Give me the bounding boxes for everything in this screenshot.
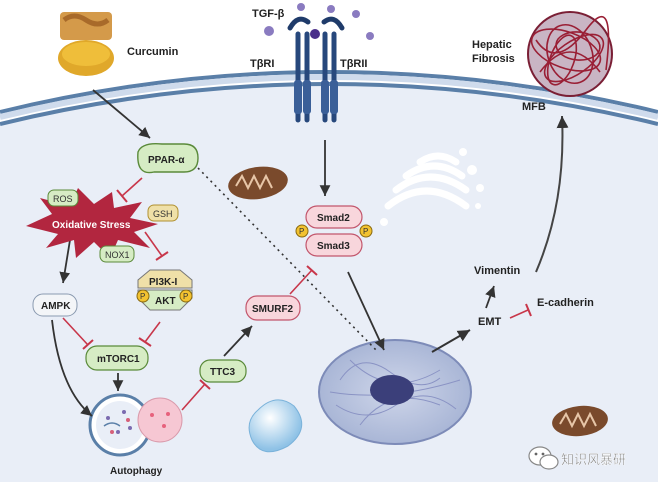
akt-phospho-left-label: P [140,292,145,301]
curcumin-image [58,12,114,76]
mitochondrion-icon-2 [552,405,608,437]
arrow-ampk-autophagy [51,319,93,417]
mfb-tangle-icon [527,11,613,97]
emt-label: EMT [478,316,502,328]
nox1-node [99,245,135,263]
mfb-label: MFB [522,101,546,113]
fibrosis-title-line1: Hepatic [472,39,512,51]
autophagy-label: Autophagy [110,466,163,477]
arrow-to-fibrosis [535,115,569,273]
smad2-node [305,205,363,229]
mitochondrion-icon [228,166,288,200]
inhibit-stress-pi3k [144,231,163,257]
tgfb-ligands [264,3,374,40]
arrow-nucleus-emt [431,329,471,353]
tbri-label: TβRI [250,58,274,70]
arrow-stress-ampk [59,239,71,284]
nucleus [318,339,472,445]
watermark-text: 知识风暴研 [561,452,626,467]
smurf2-label: SMURF2 [252,304,294,315]
inhibit-ppar-stress [121,177,143,197]
fibrosis-title-line2: Fibrosis [472,53,515,65]
pi3k-label: PI3K-I [149,277,178,288]
lipid-droplet [248,399,303,453]
inhibit-ampk-mtorc1 [62,317,89,346]
ttc3-label: TTC3 [210,367,235,378]
nox1-label: NOX1 [105,250,130,260]
mtorc1-label: mTORC1 [97,354,140,365]
ecadherin-label: E-cadherin [537,297,594,309]
golgi-apparatus [384,152,470,210]
inhibit-ppar-stress-bar [116,189,128,203]
smad3-node [305,233,363,257]
akt-label: AKT [155,296,176,307]
ppar-node [137,142,199,174]
inhibit-akt-mtorc1-bar [138,337,152,347]
inhibit-stress-pi3k-bar [155,251,169,261]
inhibit-smurf2-smad [289,269,313,295]
oxidative-stress-label: Oxidative Stress [52,220,131,231]
arrow-smad-nucleus [347,271,385,351]
smad2-label: Smad2 [317,213,350,224]
arrow-curcumin-ppar [92,89,151,139]
ros-node [47,189,79,207]
inhibit-autophagy-ttc3-bar [199,379,211,390]
tbrii-label: TβRII [340,58,368,70]
ampk-label: AMPK [41,301,71,312]
dotted-ppar-nucleus [197,167,379,353]
inhibit-emt-ecadherin [509,309,529,319]
ros-label: ROS [53,194,73,204]
cytoplasm [0,85,658,482]
smad-phospho-left-label: P [299,227,304,236]
arrow-emt-vimentin [485,285,496,309]
ttc3-node [199,359,247,383]
inhibit-emt-ecadherin-bar [525,303,532,317]
smad-phospho-right [359,224,373,238]
inhibit-ampk-mtorc1-bar [82,339,94,350]
inhibit-akt-mtorc1 [144,321,161,343]
tgfb-label: TGF-β [252,8,285,20]
ampk-node [32,293,78,317]
gsh-node [147,204,179,222]
autophagosome-icon [88,393,183,457]
cell-membrane-fill [0,74,658,120]
smad-phospho-right-label: P [363,227,368,236]
smurf2-node [245,295,301,321]
golgi-vesicles [380,148,484,226]
akt-phospho-right [179,289,193,303]
pi3k-node [137,269,193,289]
inhibit-autophagy-ttc3 [181,383,206,411]
smad3-label: Smad3 [317,241,350,252]
akt-phospho-right-label: P [183,292,188,301]
inhibit-smurf2-smad-bar [306,265,318,276]
ppar-label: PPAR-α [148,155,185,166]
arrow-ttc3-smurf2 [223,325,253,357]
curcumin-label: Curcumin [127,46,179,58]
akt-phospho-left [136,289,150,303]
smad-phospho-left [295,224,309,238]
wechat-logo-icon [528,446,559,470]
receptor-kinase-domains [294,80,338,114]
gsh-label: GSH [153,209,173,219]
vimentin-label: Vimentin [474,265,521,277]
mtorc1-node [85,345,149,371]
